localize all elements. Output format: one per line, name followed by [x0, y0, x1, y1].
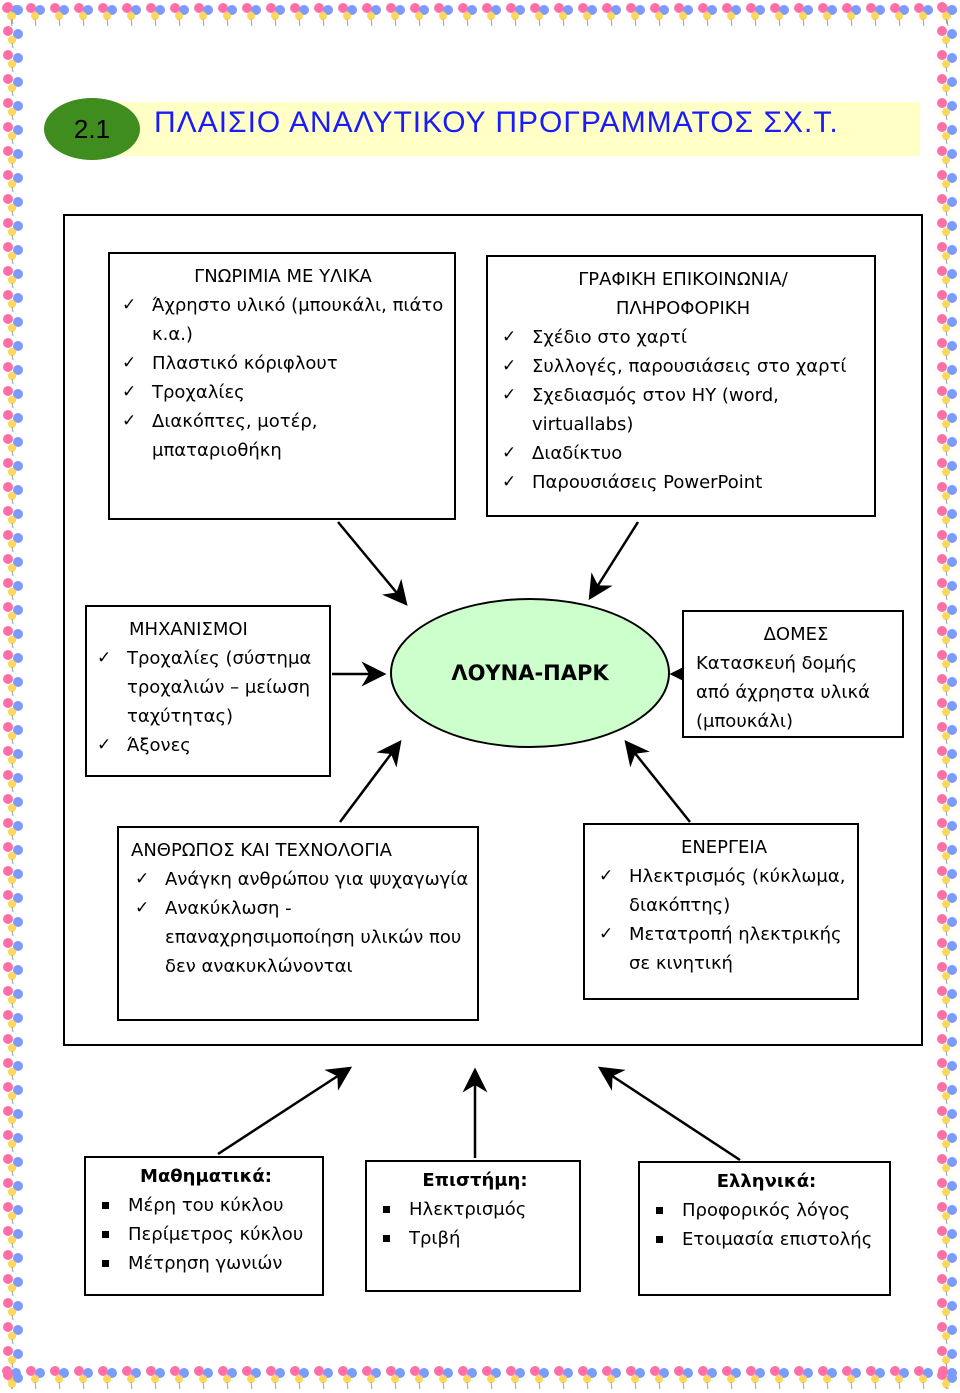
list-item: ✓Μετατροπή ηλεκτρικής σε κινητική — [595, 920, 853, 978]
check-icon: ✓ — [599, 866, 614, 886]
human-technology-box: ΑΝΘΡΩΠΟΣ ΚΑΙ ΤΕΧΝΟΛΟΓΙΑ ✓Ανάγκη ανθρώπου… — [117, 826, 479, 1021]
balloon-border-bottom — [0, 1363, 960, 1389]
balloon-border-right — [934, 0, 960, 1389]
check-icon: ✓ — [502, 443, 517, 463]
check-icon: ✓ — [97, 648, 112, 668]
structures-heading: ΔΟΜΕΣ — [763, 624, 829, 645]
greek-box: Ελληνικά: Προφορικός λόγος Ετοιμασία επι… — [638, 1161, 891, 1296]
list-item: ✓Άξονες — [93, 731, 325, 760]
energy-list: ✓Ηλεκτρισμός (κύκλωμα, διακόπτης) ✓Μετατ… — [595, 862, 853, 978]
check-icon: ✓ — [502, 472, 517, 492]
list-item: ✓Τροχαλίες (σύστημα τροχαλιών – μείωση τ… — [93, 644, 325, 731]
list-item: ✓Παρουσιάσεις PowerPoint — [498, 468, 868, 497]
list-item: ✓Άχρηστο υλικό (μπουκάλι, πιάτο κ.α.) — [118, 291, 448, 349]
check-icon: ✓ — [502, 356, 517, 376]
mechanisms-list: ✓Τροχαλίες (σύστημα τροχαλιών – μείωση τ… — [93, 644, 325, 760]
page-title: ΠΛΑΙΣΙΟ ΑΝΑΛΥΤΙΚΟΥ ΠΡΟΓΡΑΜΜΑΤΟΣ ΣΧ.Τ. — [154, 106, 839, 139]
math-box: Μαθηματικά: Μέρη του κύκλου Περίμετρος κ… — [84, 1156, 324, 1296]
check-icon: ✓ — [135, 898, 150, 918]
list-item: ✓Τροχαλίες — [118, 378, 448, 407]
list-item: Περίμετρος κύκλου — [94, 1220, 318, 1249]
list-item: Τριβή — [375, 1224, 575, 1253]
energy-box: ΕΝΕΡΓΕΙΑ ✓Ηλεκτρισμός (κύκλωμα, διακόπτη… — [583, 823, 859, 1000]
arrow-energy — [624, 740, 691, 823]
science-heading: Επιστήμη: — [422, 1170, 528, 1191]
square-bullet-icon — [656, 1207, 663, 1214]
list-item: Ετοιμασία επιστολής — [648, 1225, 885, 1254]
square-bullet-icon — [102, 1260, 109, 1267]
diagram-frame — [63, 214, 923, 1046]
check-icon: ✓ — [122, 353, 137, 373]
list-item: Ηλεκτρισμός — [375, 1195, 575, 1224]
center-ellipse: ΛΟΥΝΑ-ΠΑΡΚ — [390, 598, 670, 748]
arrow-math — [217, 1066, 353, 1156]
arrow-materials — [337, 521, 408, 606]
check-icon: ✓ — [122, 295, 137, 315]
list-item: ✓Συλλογές, παρουσιάσεις στο χαρτί — [498, 352, 868, 381]
mechanisms-box: ΜΗΧΑΝΙΣΜΟΙ ✓Τροχαλίες (σύστημα τροχαλιών… — [85, 605, 331, 777]
graphics-heading: ΓΡΑΦΙΚΗ ΕΠΙΚΟΙΝΩΝΙΑ/ ΠΛΗΡΟΦΟΡΙΚΗ — [578, 269, 788, 319]
arrow-human — [339, 740, 402, 823]
title-bar — [116, 102, 920, 156]
energy-heading: ΕΝΕΡΓΕΙΑ — [680, 837, 768, 858]
human-heading: ΑΝΘΡΩΠΟΣ ΚΑΙ ΤΕΧΝΟΛΟΓΙΑ — [131, 840, 392, 861]
list-item: ✓Πλαστικό κόριφλουτ — [118, 349, 448, 378]
square-bullet-icon — [383, 1235, 390, 1242]
greek-list: Προφορικός λόγος Ετοιμασία επιστολής — [648, 1196, 885, 1254]
check-icon: ✓ — [502, 385, 517, 405]
list-item: ✓Ηλεκτρισμός (κύκλωμα, διακόπτης) — [595, 862, 853, 920]
square-bullet-icon — [383, 1206, 390, 1213]
check-icon: ✓ — [135, 869, 150, 889]
mechanisms-heading: ΜΗΧΑΝΙΣΜΟΙ — [129, 619, 248, 640]
square-bullet-icon — [656, 1236, 663, 1243]
materials-list: ✓Άχρηστο υλικό (μπουκάλι, πιάτο κ.α.) ✓Π… — [118, 291, 448, 465]
science-list: Ηλεκτρισμός Τριβή — [375, 1195, 575, 1253]
list-item: Μέρη του κύκλου — [94, 1191, 318, 1220]
square-bullet-icon — [102, 1202, 109, 1209]
balloon-border-left — [0, 0, 26, 1389]
structures-box: ΔΟΜΕΣ Κατασκευή δομής από άχρηστα υλικά … — [682, 610, 904, 738]
arrow-graphics — [588, 521, 640, 601]
human-list: ✓Ανάγκη ανθρώπου για ψυχαγωγία ✓Ανακύκλω… — [131, 865, 473, 981]
balloon-border-top — [0, 0, 960, 26]
materials-heading: ΓΝΩΡΙΜΙΑ ΜΕ ΥΛΙΚΑ — [194, 266, 372, 287]
list-item: ✓Σχεδιασμός στον ΗΥ (word, virtuallabs) — [498, 381, 868, 439]
arrow-greek — [597, 1066, 741, 1162]
list-item: ✓Διαδίκτυο — [498, 439, 868, 468]
graphics-box: ΓΡΑΦΙΚΗ ΕΠΙΚΟΙΝΩΝΙΑ/ ΠΛΗΡΟΦΟΡΙΚΗ ✓Σχέδιο… — [486, 255, 876, 517]
list-item: Μέτρηση γωνιών — [94, 1249, 318, 1278]
title-banner: 2.1 ΠΛΑΙΣΙΟ ΑΝΑΛΥΤΙΚΟΥ ΠΡΟΓΡΑΜΜΑΤΟΣ ΣΧ.Τ… — [44, 98, 920, 160]
math-list: Μέρη του κύκλου Περίμετρος κύκλου Μέτρησ… — [94, 1191, 318, 1278]
title-number: 2.1 — [44, 98, 140, 160]
math-heading: Μαθηματικά: — [140, 1166, 272, 1187]
list-item: Προφορικός λόγος — [648, 1196, 885, 1225]
graphics-list: ✓Σχέδιο στο χαρτί ✓Συλλογές, παρουσιάσει… — [498, 323, 868, 497]
list-item: ✓Ανάγκη ανθρώπου για ψυχαγωγία — [131, 865, 473, 894]
list-item: ✓Ανακύκλωση - επαναχρησιμοποίηση υλικών … — [131, 894, 473, 981]
science-box: Επιστήμη: Ηλεκτρισμός Τριβή — [365, 1160, 581, 1292]
check-icon: ✓ — [122, 411, 137, 431]
check-icon: ✓ — [599, 924, 614, 944]
structures-text: Κατασκευή δομής από άχρηστα υλικά (μπουκ… — [696, 653, 870, 732]
check-icon: ✓ — [502, 327, 517, 347]
center-label: ΛΟΥΝΑ-ΠΑΡΚ — [451, 661, 609, 685]
check-icon: ✓ — [122, 382, 137, 402]
greek-heading: Ελληνικά: — [716, 1171, 817, 1192]
materials-box: ΓΝΩΡΙΜΙΑ ΜΕ ΥΛΙΚΑ ✓Άχρηστο υλικό (μπουκά… — [108, 252, 456, 520]
check-icon: ✓ — [97, 735, 112, 755]
square-bullet-icon — [102, 1231, 109, 1238]
list-item: ✓Διακόπτες, μοτέρ, μπαταριοθήκη — [118, 407, 448, 465]
list-item: ✓Σχέδιο στο χαρτί — [498, 323, 868, 352]
